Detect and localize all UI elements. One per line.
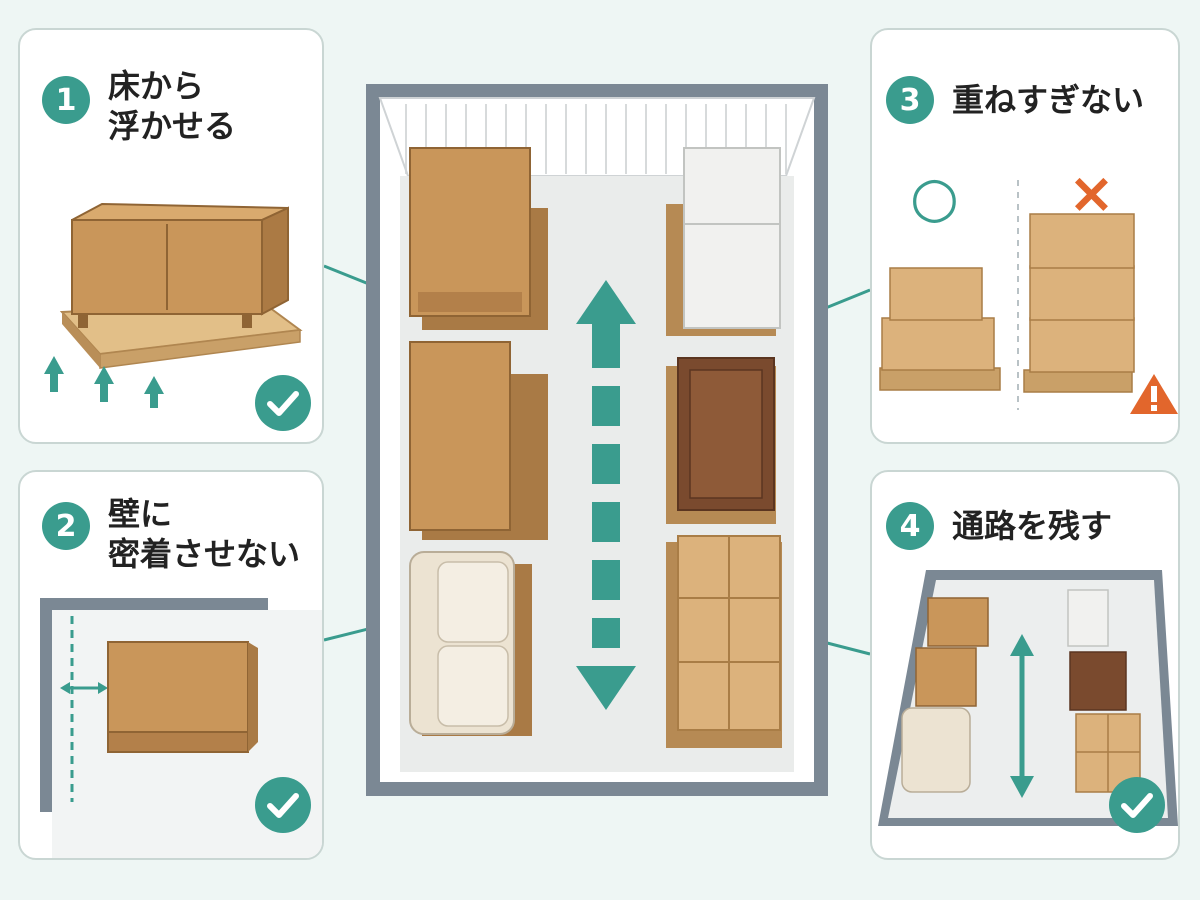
bad-stack [1023, 213, 1135, 393]
good-symbol: ○ [910, 165, 959, 230]
cabinet-1 [409, 147, 548, 330]
tip-number-badge-3: 3 [886, 76, 934, 124]
cabinet-side [261, 206, 289, 316]
tip-title-2-line-2: 密着させない [108, 535, 301, 573]
cabinet-2 [409, 341, 548, 540]
dark-cabinet [666, 357, 776, 524]
tip-number-badge-2: 2 [42, 502, 90, 550]
tip-title-1-line-2: 浮かせる [108, 107, 237, 145]
upward-arrows [44, 356, 164, 408]
tip-number-badge-4: 4 [886, 502, 934, 550]
stacked-boxes [666, 535, 782, 748]
check-icon [1108, 776, 1166, 834]
tip-title-4-line-1: 通路を残す [952, 507, 1113, 545]
tip-title-3: 重ねすぎない [952, 80, 1144, 120]
tip-card-2: 2 壁に 密着させない [18, 470, 324, 860]
sofa [409, 551, 532, 736]
tip-number-badge-1: 1 [42, 76, 90, 124]
pallet-cabinet-illustration [44, 202, 303, 408]
tip-title-2: 壁に 密着させない [108, 494, 300, 574]
tip-card-1: 1 床から 浮かせる [18, 28, 324, 444]
cabinet-top [71, 202, 289, 221]
storage-floor-plan [366, 84, 828, 796]
tip-title-4: 通路を残す [952, 506, 1112, 546]
check-icon [254, 374, 312, 432]
tip-title-1-line-1: 床から [108, 67, 205, 105]
pallet-front [62, 312, 100, 368]
tip-card-4: 4 通路を残す [870, 470, 1180, 860]
left-items [901, 597, 989, 793]
tip-title-3-line-1: 重ねすぎない [952, 81, 1145, 119]
check-icon [254, 776, 312, 834]
aisle-arrow [576, 280, 636, 710]
tip-title-1: 床から 浮かせる [108, 66, 236, 146]
tip-title-2-line-1: 壁に [108, 495, 173, 533]
warning-icon [1130, 374, 1178, 414]
stacking-comparison-illustration [879, 180, 1178, 414]
mini-aisle-arrow [1010, 634, 1034, 798]
refrigerator [683, 147, 781, 329]
cabinet-top-view [107, 641, 249, 739]
wall-gap-illustration [40, 598, 322, 858]
good-stack [879, 267, 1001, 391]
tip-card-3: 3 重ねすぎない ○ × [870, 28, 1180, 444]
aisle-illustration [878, 570, 1178, 826]
